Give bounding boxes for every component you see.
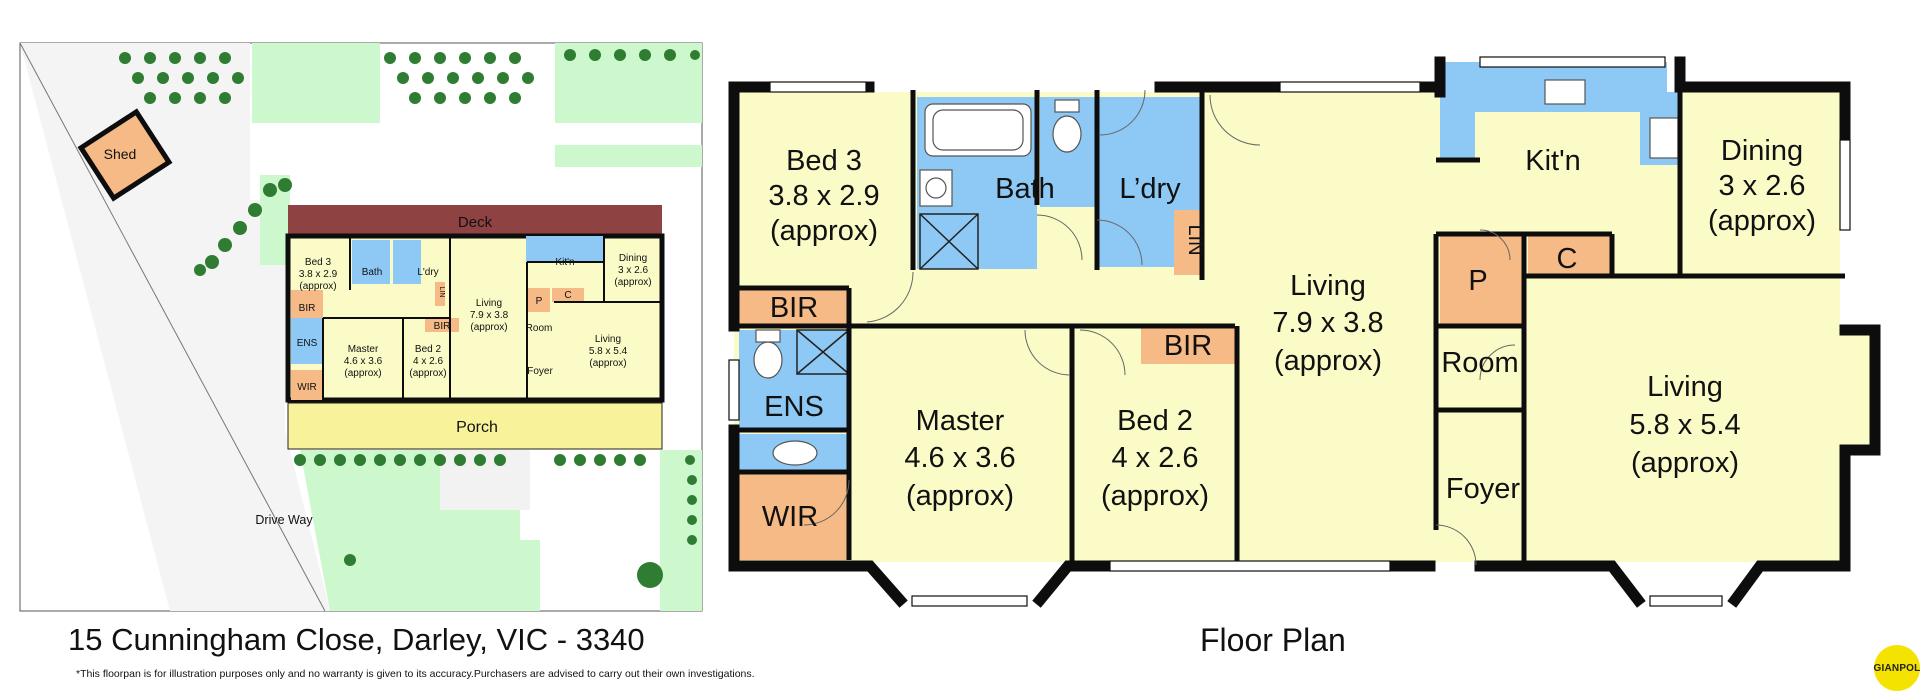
- bed3-name: Bed 3: [786, 145, 862, 177]
- bed3-approx: (approx): [770, 215, 878, 247]
- living2-size: 5.8 x 5.4: [1629, 409, 1740, 441]
- mini-kitn: Kit'n: [555, 257, 574, 268]
- mini-room: Room: [526, 323, 553, 334]
- mini-labels: Bed 3 3.8 x 2.9 (approx) Bath L'dry Kit'…: [297, 253, 652, 393]
- mini-living-size: 7.9 x 3.8: [470, 310, 509, 321]
- lin-name: LIN: [1184, 224, 1206, 255]
- mini-house: [285, 233, 665, 403]
- living-main-name: Living: [1290, 270, 1366, 302]
- porch-label: Porch: [456, 419, 498, 436]
- mini-bed2-approx: (approx): [409, 368, 446, 379]
- mini-living2-size: 5.8 x 5.4: [589, 346, 628, 357]
- driveway-area: [20, 43, 330, 611]
- dining-approx: (approx): [1708, 205, 1816, 237]
- mini-lin: LIN: [438, 287, 445, 298]
- bir-b-fill: [1141, 326, 1237, 364]
- ldry-name: L’dry: [1119, 173, 1181, 205]
- boundary-line: [19, 42, 326, 612]
- mini-foyer: Foyer: [527, 366, 553, 377]
- mini-master-name: Master: [348, 344, 379, 355]
- mini-bed2-name: Bed 2: [415, 344, 442, 355]
- disclaimer-text: *This floorpan is for illustration purpo…: [76, 668, 755, 680]
- bed2-size: 4 x 2.6: [1111, 442, 1198, 474]
- room-name: Room: [1441, 347, 1518, 379]
- bed2-approx: (approx): [1101, 480, 1209, 512]
- room-labels: Bed 3 3.8 x 2.9 (approx) Bath L’dry LIN …: [762, 135, 1816, 533]
- kitchen-dining-fill: [1440, 62, 1840, 280]
- mini-pantry: P: [536, 296, 543, 307]
- living-main-approx: (approx): [1274, 345, 1382, 377]
- mini-bed3-approx: (approx): [299, 281, 336, 292]
- shed: [77, 108, 173, 202]
- windows: [728, 56, 1851, 607]
- dining-name: Dining: [1721, 135, 1803, 167]
- shrubs: [119, 49, 700, 588]
- mini-bir-b: BIR: [434, 321, 451, 332]
- mini-master-size: 4.6 x 3.6: [344, 356, 383, 367]
- bath-name: Bath: [995, 173, 1055, 205]
- kitn-name: Kit'n: [1525, 145, 1581, 177]
- master-approx: (approx): [906, 480, 1014, 512]
- mini-dining-size: 3 x 2.6: [618, 265, 648, 276]
- mini-living-name: Living: [476, 298, 502, 309]
- inner-walls: [734, 87, 1845, 566]
- ens-fill: [739, 330, 849, 430]
- bir-a-name: BIR: [770, 292, 818, 324]
- agency-logo: GIANPOL: [1874, 645, 1920, 691]
- lawn-bottom: [300, 450, 702, 611]
- deck: [288, 205, 662, 236]
- lawn-top-left: [252, 43, 380, 123]
- bir-a-fill: [739, 288, 849, 326]
- drive-way-label: Drive Way: [255, 513, 313, 527]
- floor-plan-title: Floor Plan: [1200, 622, 1346, 658]
- mini-dining-approx: (approx): [614, 277, 651, 288]
- living2-approx: (approx): [1631, 447, 1739, 479]
- cupboard-name: C: [1557, 243, 1578, 275]
- master-name: Master: [916, 405, 1005, 437]
- mini-living2-name: Living: [595, 334, 621, 345]
- ens-name: ENS: [764, 391, 824, 423]
- foyer-name: Foyer: [1446, 473, 1520, 505]
- porch: [287, 402, 663, 450]
- kitchen-bench: [1440, 62, 1680, 165]
- cupboard-fill: [1528, 234, 1612, 276]
- pantry-name: P: [1468, 265, 1487, 297]
- mini-bed3-name: Bed 3: [305, 257, 332, 268]
- lawn-strip: [555, 145, 702, 167]
- master-size: 4.6 x 3.6: [904, 442, 1015, 474]
- mini-wir: WIR: [297, 382, 316, 393]
- site-plan: Shed Deck Porch Drive Way: [19, 42, 703, 612]
- door-swings: [803, 89, 1516, 566]
- mini-ldry: L'dry: [417, 267, 438, 278]
- mini-cupboard: C: [564, 290, 571, 301]
- lawn-top-right: [555, 43, 702, 123]
- mini-dining-name: Dining: [619, 253, 647, 264]
- dining-size: 3 x 2.6: [1718, 170, 1805, 202]
- mini-bed3-size: 3.8 x 2.9: [299, 269, 338, 280]
- mini-bed2-size: 4 x 2.6: [413, 356, 443, 367]
- living-main-size: 7.9 x 3.8: [1272, 307, 1383, 339]
- mini-bir-a: BIR: [299, 303, 316, 314]
- linen-fill: [1174, 210, 1202, 275]
- mini-living2-approx: (approx): [589, 358, 626, 369]
- living2-fill: [1530, 222, 1875, 562]
- bed2-name: Bed 2: [1117, 405, 1193, 437]
- mini-ens: ENS: [297, 338, 318, 349]
- shed-label: Shed: [104, 146, 137, 162]
- mini-master-approx: (approx): [344, 368, 381, 379]
- bir-b-name: BIR: [1164, 330, 1212, 362]
- wir-name: WIR: [762, 501, 818, 533]
- pantry-fill: [1440, 234, 1524, 324]
- mini-bath: Bath: [362, 267, 383, 278]
- logo-text: GIANPOL: [1873, 662, 1920, 674]
- bed3-size: 3.8 x 2.9: [768, 180, 879, 212]
- wir-fill: [739, 474, 849, 560]
- floor-plan: Bed 3 3.8 x 2.9 (approx) Bath L’dry LIN …: [728, 56, 1881, 608]
- fixtures: [753, 79, 1679, 466]
- living2-name: Living: [1647, 371, 1723, 403]
- mini-living-approx: (approx): [470, 322, 507, 333]
- deck-label: Deck: [458, 214, 493, 231]
- property-address: 15 Cunningham Close, Darley, VIC - 3340: [68, 622, 645, 657]
